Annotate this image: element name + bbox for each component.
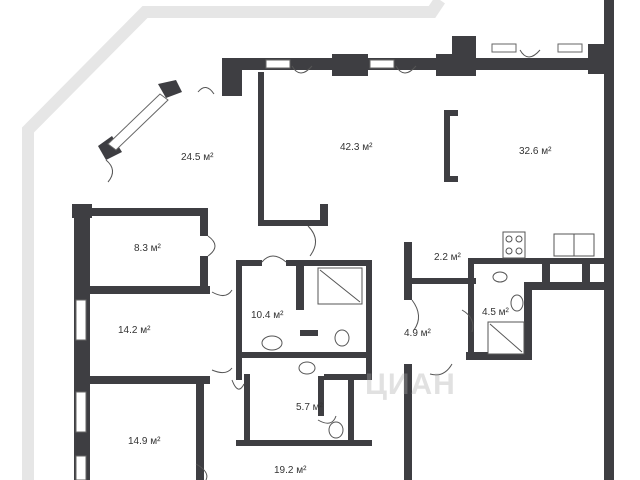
building-outline [22,0,445,480]
room-area-label: 5.7 м² [296,402,323,413]
sink-2 [298,361,316,375]
room-area-label: 19.2 м² [274,465,307,476]
room-area-label: 14.2 м² [118,325,151,336]
bay-window [98,80,182,183]
door-swings [195,225,474,480]
room-area-label: 4.9 м² [404,328,431,339]
room-area-label: 2.2 м² [434,252,461,263]
sink-3 [492,271,508,283]
room-area-label: 24.5 м² [181,152,214,163]
windows-left [75,299,87,480]
toilet-2 [328,421,344,439]
interior-walls [72,72,610,480]
exterior-wall-top [222,0,614,480]
toilet-3 [510,294,524,312]
room-area-label: 32.6 м² [519,146,552,157]
toilet [334,329,350,347]
sink [261,335,283,351]
room-area-label: 42.3 м² [340,142,373,153]
room-area-label: 8.3 м² [134,243,161,254]
room-area-label: 4.5 м² [482,307,509,318]
room-area-label: 10.4 м² [251,310,284,321]
watermark: ЦИАН [365,368,456,401]
fixtures [261,231,595,439]
room-area-label: 14.9 м² [128,436,161,447]
windows-top [197,43,583,95]
stove [502,231,526,259]
